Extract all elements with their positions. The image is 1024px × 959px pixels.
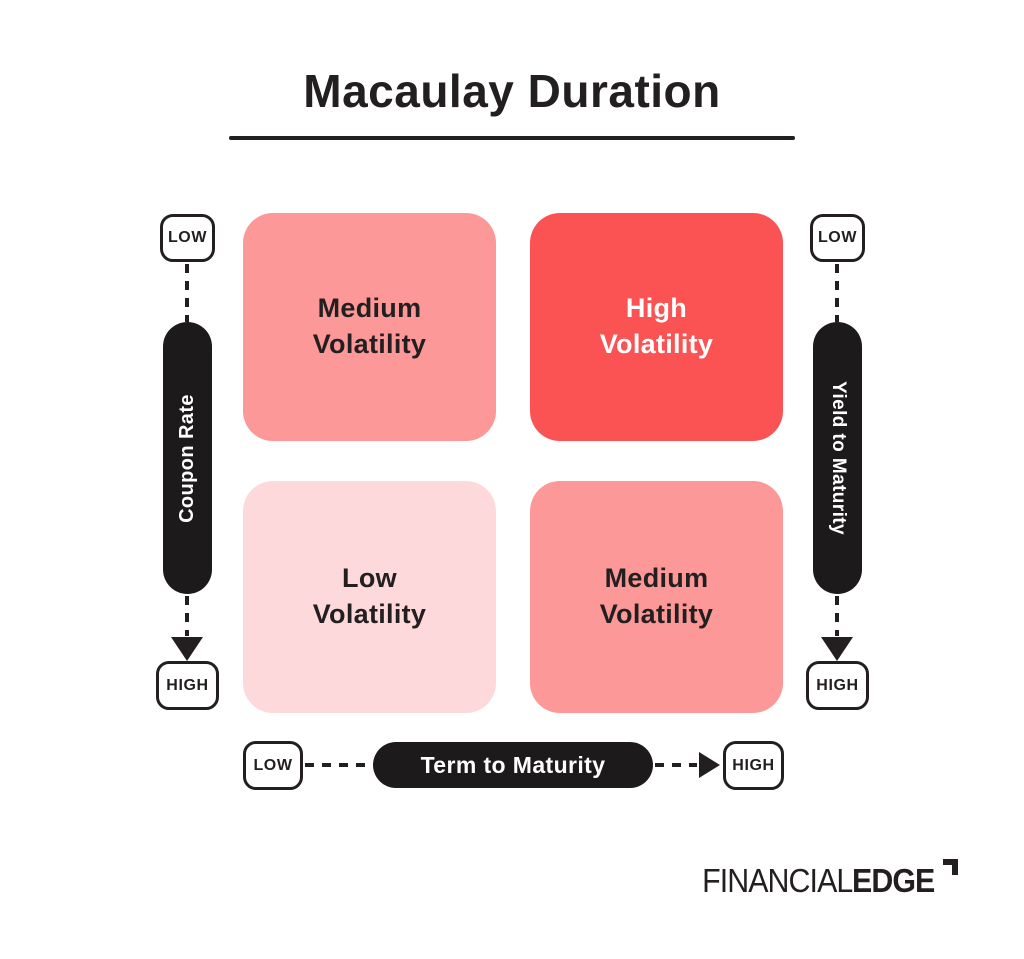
right-axis-pill: Yield to Maturity	[813, 322, 862, 594]
page-title: Macaulay Duration	[303, 65, 721, 117]
right-axis-low-badge: LOW	[810, 214, 865, 262]
title-underline	[229, 136, 795, 140]
right-axis-dash-top	[835, 264, 839, 322]
left-axis-high-badge: HIGH	[156, 661, 219, 710]
bottom-axis-arrow-right-icon	[699, 752, 720, 778]
left-axis-dash-bottom	[185, 596, 189, 636]
bottom-axis-pill: Term to Maturity	[373, 742, 653, 788]
bottom-axis-high-badge: HIGH	[723, 741, 784, 790]
logo-corner-bracket-icon	[943, 859, 958, 875]
left-axis-pill: Coupon Rate	[163, 322, 212, 594]
financial-edge-logo: FINANCIAL EDGE	[689, 859, 958, 900]
left-axis-label: Coupon Rate	[176, 393, 198, 523]
quadrant-bottom-right: Medium Volatility	[530, 481, 783, 713]
bottom-axis-label: Term to Maturity	[420, 751, 606, 778]
logo-text-financial: FINANCIAL	[702, 862, 853, 899]
right-axis-label: Yield to Maturity	[827, 381, 849, 535]
quadrant-top-right: High Volatility	[530, 213, 783, 441]
left-axis-arrow-down-icon	[171, 637, 203, 661]
left-axis-dash-top	[185, 264, 189, 322]
quadrant-top-left: Medium Volatility	[243, 213, 496, 441]
left-axis-low-badge: LOW	[160, 214, 215, 262]
right-axis-arrow-down-icon	[821, 637, 853, 661]
right-axis-high-badge: HIGH	[806, 661, 869, 710]
logo-text-edge: EDGE	[852, 862, 935, 899]
right-axis-dash-bottom	[835, 596, 839, 636]
bottom-axis-low-badge: LOW	[243, 741, 303, 790]
bottom-axis-dash-left	[305, 763, 371, 767]
quadrant-bottom-left: Low Volatility	[243, 481, 496, 713]
bottom-axis-dash-right	[655, 763, 697, 767]
